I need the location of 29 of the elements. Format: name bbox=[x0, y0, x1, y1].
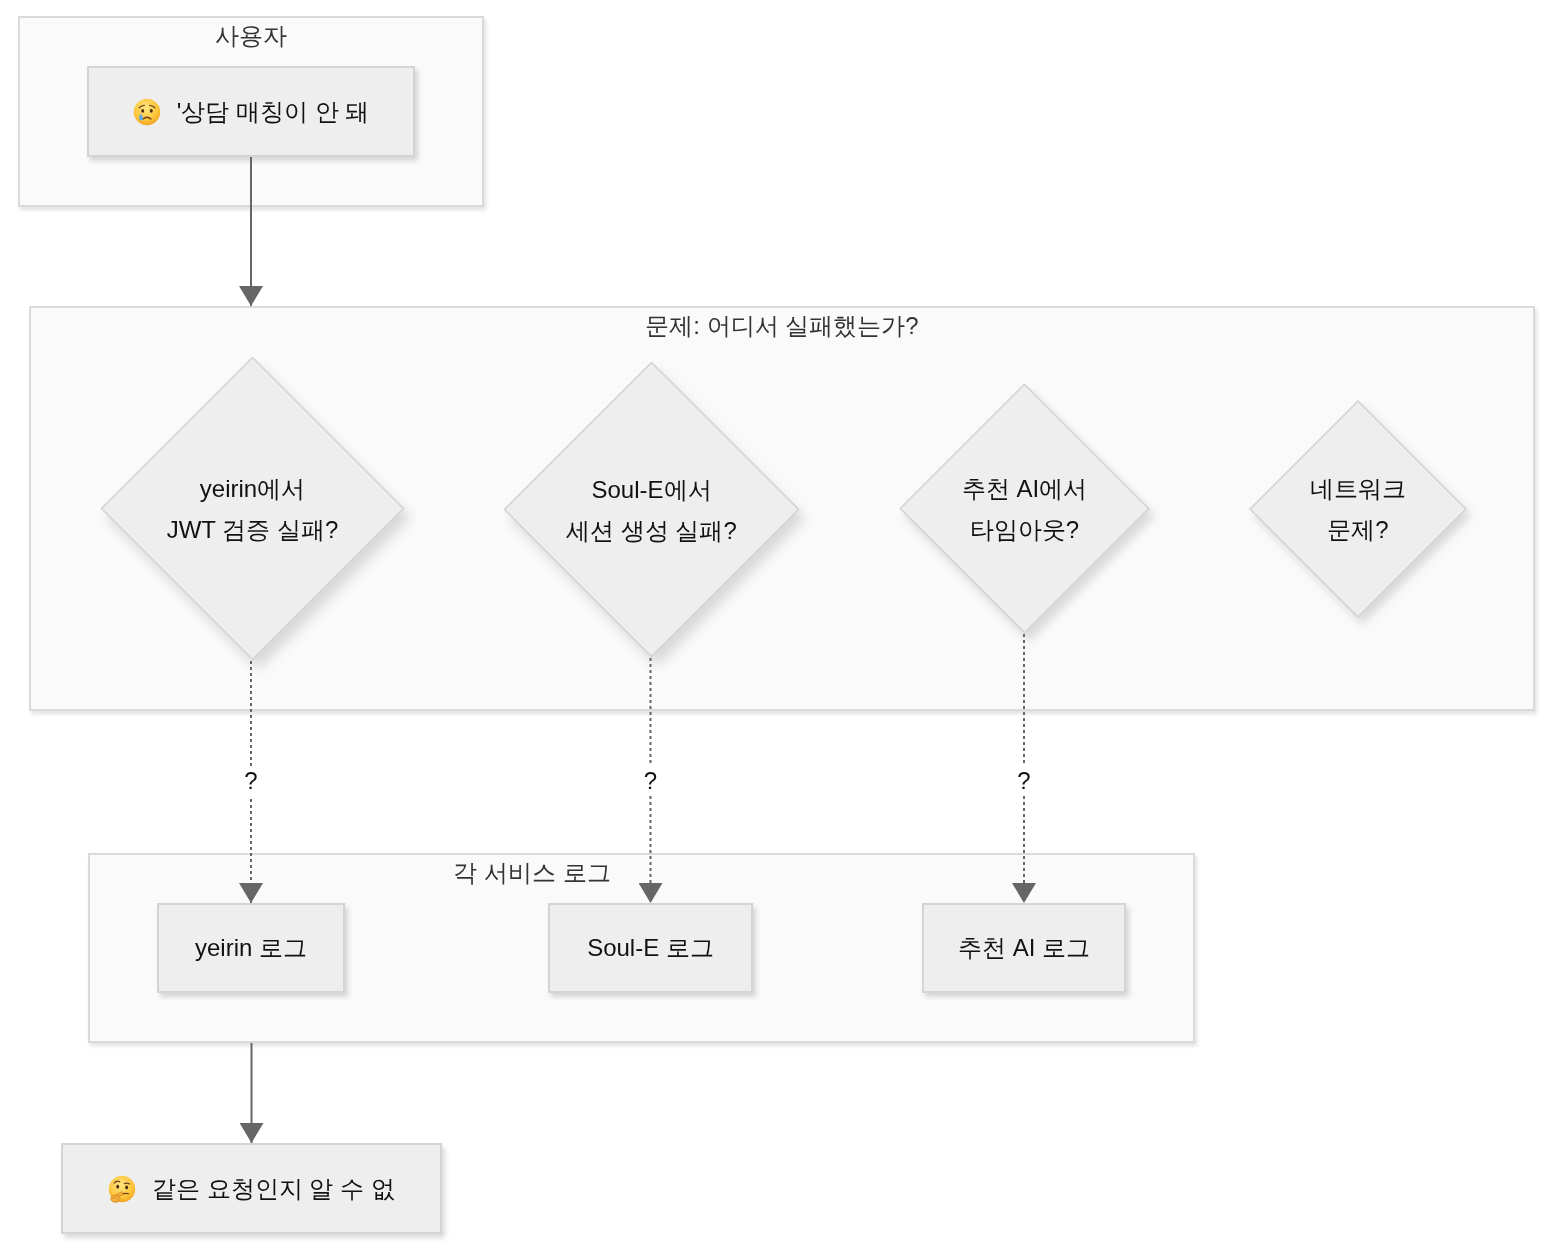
group-title: 사용자 bbox=[215, 21, 287, 51]
step-label: 추천 AI 로그 bbox=[958, 933, 1090, 963]
step-label: '상담 매칭이 안 돼 bbox=[176, 96, 370, 127]
dashed-arrow bbox=[239, 660, 263, 904]
arrow bbox=[239, 1042, 264, 1144]
question-label: 추천 AI에서 타임아웃? bbox=[961, 473, 1088, 545]
question-label: Soul-E에서 세션 생성 실패? bbox=[566, 474, 737, 546]
group-panel bbox=[18, 16, 484, 207]
process-box bbox=[157, 903, 345, 993]
dashed-arrow bbox=[1012, 633, 1036, 904]
decision-diamond bbox=[1249, 400, 1467, 618]
step-label: 같은 요청인지 알 수 없 bbox=[152, 1173, 395, 1204]
process-box bbox=[87, 66, 415, 157]
group-title: 문제: 어디서 실패했는가? bbox=[645, 311, 919, 341]
process-box bbox=[61, 1143, 442, 1234]
step-label: yeirin 로그 bbox=[195, 933, 307, 963]
decision-diamond bbox=[100, 356, 405, 661]
decision-diamond bbox=[503, 361, 800, 658]
group-title: 각 서비스 로그 bbox=[453, 858, 611, 888]
process-box bbox=[922, 903, 1126, 993]
decision-diamond bbox=[899, 383, 1150, 634]
group-panel bbox=[88, 853, 1195, 1043]
group-panel bbox=[29, 306, 1535, 711]
process-box bbox=[548, 903, 753, 993]
question-label: yeirin에서 JWT 검증 실패? bbox=[166, 473, 339, 545]
arrow bbox=[239, 156, 263, 307]
dashed-arrow bbox=[638, 657, 663, 904]
question-label: 네트워크 문제? bbox=[1310, 474, 1406, 545]
step-label: Soul-E 로그 bbox=[587, 933, 714, 963]
